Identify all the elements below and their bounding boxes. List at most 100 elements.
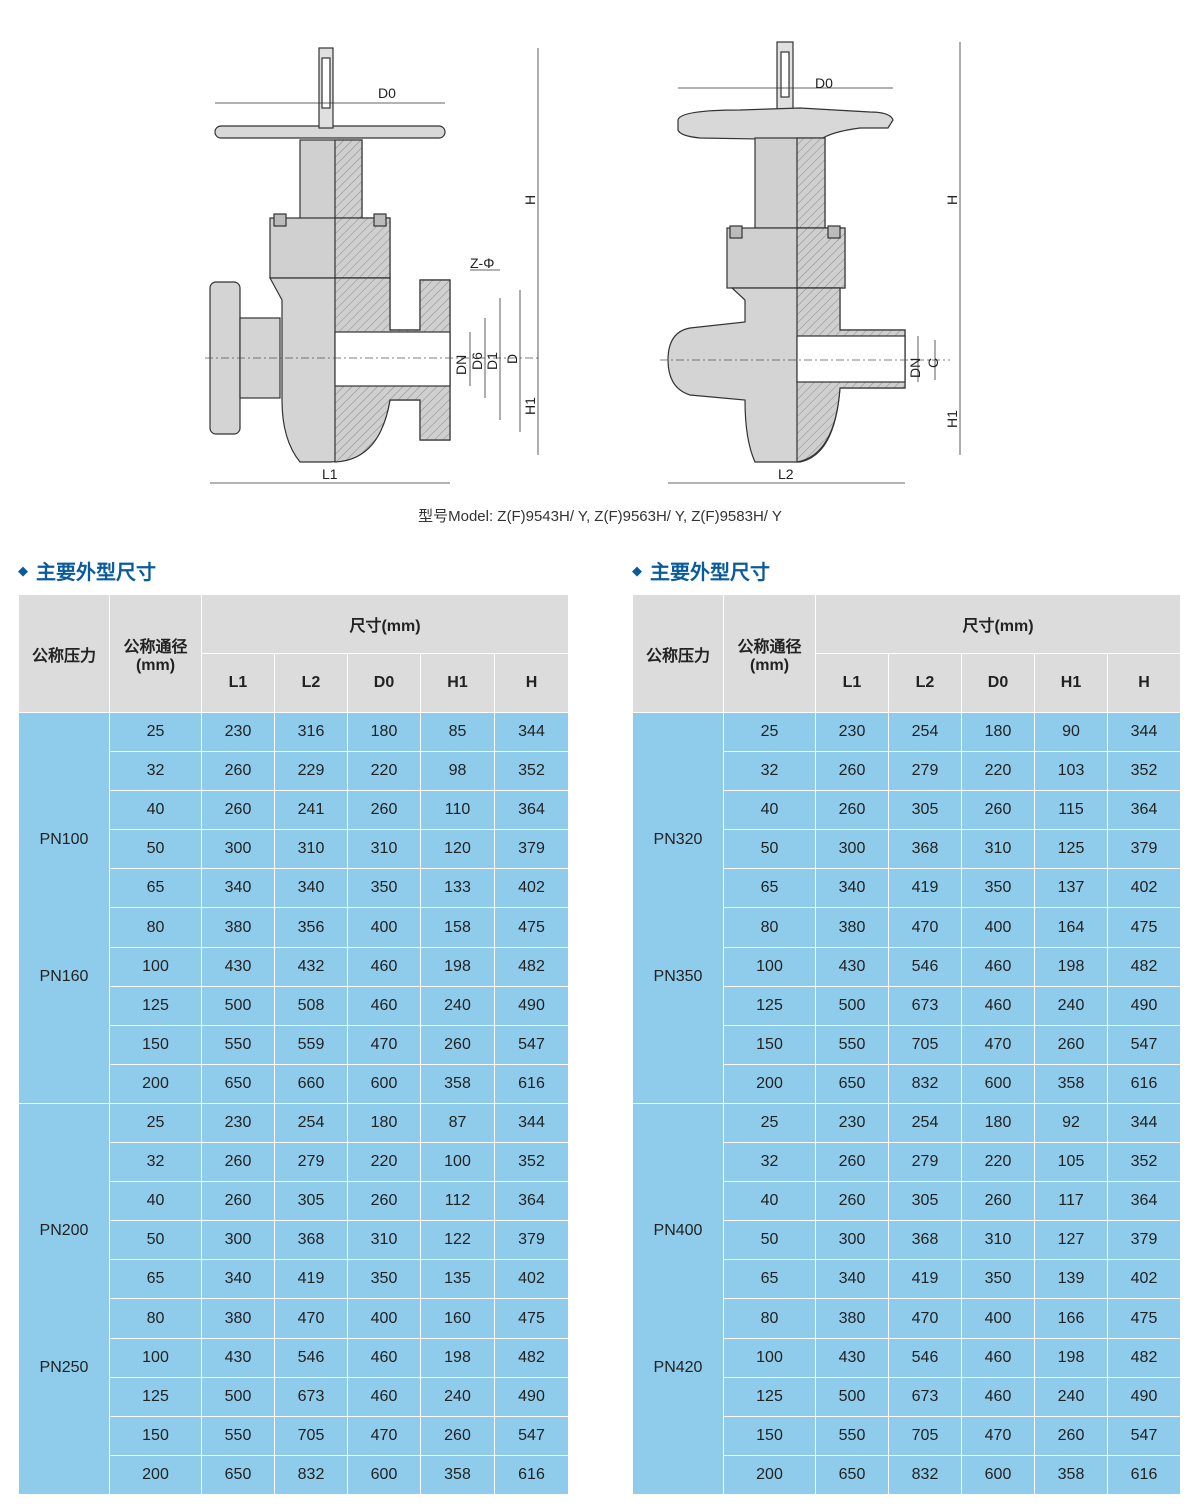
dimension-cell: 260 <box>961 790 1035 831</box>
diameter-cell: 125 <box>723 1376 816 1417</box>
dimension-cell: 460 <box>961 985 1035 1026</box>
dimension-cell: 475 <box>1106 1298 1182 1339</box>
dimension-cell: 400 <box>961 907 1035 948</box>
dimension-cell: 547 <box>493 1024 570 1065</box>
diameter-cell: 25 <box>109 1102 202 1144</box>
left-dimension-table: 公称压力 公称通径 (mm) 尺寸(mm) L1 L2 D0 H1 H PN10… <box>18 594 570 1496</box>
dimension-cell: 310 <box>961 1220 1035 1261</box>
dimension-cell: 660 <box>274 1063 348 1105</box>
dimension-cell: 260 <box>201 1181 275 1222</box>
dimension-cell: 350 <box>347 868 421 909</box>
dimension-cell: 240 <box>420 1376 495 1417</box>
dimension-cell: 133 <box>420 868 495 909</box>
dimension-cell: 432 <box>274 946 348 987</box>
dimension-cell: 180 <box>347 711 421 753</box>
diameter-cell: 200 <box>109 1063 202 1105</box>
dimension-cell: 475 <box>1106 907 1182 948</box>
diamond-bullet-icon: ◆ <box>632 562 642 578</box>
dimension-cell: 300 <box>201 829 275 870</box>
dimension-cell: 475 <box>493 907 570 948</box>
dimension-cell: 310 <box>961 829 1035 870</box>
dimension-cell: 402 <box>1106 1259 1182 1300</box>
header-pressure: 公称压力 <box>632 594 724 713</box>
header-col: H1 <box>1034 653 1108 713</box>
diameter-cell: 125 <box>723 985 816 1026</box>
diameter-cell: 65 <box>723 868 816 909</box>
dimension-cell: 616 <box>493 1063 570 1105</box>
dimension-cell: 430 <box>815 946 889 987</box>
dimension-cell: 125 <box>1034 829 1108 870</box>
dimension-cell: 490 <box>1106 985 1182 1026</box>
dimension-cell: 490 <box>493 985 570 1026</box>
dimension-cell: 260 <box>420 1024 495 1065</box>
left-drawing-labels: D0 H Z-Φ DN D6 D1 D H1 L1 <box>322 85 538 482</box>
dimension-cell: 120 <box>420 829 495 870</box>
dimension-cell: 430 <box>815 1337 889 1378</box>
dimension-cell: 241 <box>274 790 348 831</box>
dimension-cell: 98 <box>420 751 495 792</box>
header-col: L2 <box>888 653 962 713</box>
dimension-cell: 470 <box>347 1024 421 1065</box>
diameter-cell: 100 <box>109 1337 202 1378</box>
header-col: L1 <box>815 653 889 713</box>
dimension-cell: 230 <box>201 1102 275 1144</box>
dimension-cell: 358 <box>420 1454 495 1496</box>
dimension-cell: 470 <box>888 1298 962 1339</box>
dimension-cell: 115 <box>1034 790 1108 831</box>
dimension-cell: 230 <box>201 711 275 753</box>
dimension-cell: 364 <box>493 790 570 831</box>
dimension-cell: 616 <box>1106 1454 1182 1496</box>
dimension-cell: 482 <box>493 1337 570 1378</box>
dimension-cell: 198 <box>1034 946 1108 987</box>
right-label-d0: D0 <box>815 75 833 91</box>
left-label-d1: D1 <box>484 352 500 370</box>
diameter-cell: 100 <box>109 946 202 987</box>
dimension-cell: 260 <box>347 790 421 831</box>
dimension-cell: 260 <box>961 1181 1035 1222</box>
diameter-cell: 25 <box>723 1102 816 1144</box>
dimension-cell: 550 <box>815 1024 889 1065</box>
dimension-cell: 87 <box>420 1102 495 1144</box>
dimension-cell: 122 <box>420 1220 495 1261</box>
diamond-bullet-icon: ◆ <box>18 562 28 578</box>
dimension-cell: 430 <box>201 1337 275 1378</box>
dimension-cell: 344 <box>1106 711 1182 753</box>
dimension-cell: 673 <box>888 985 962 1026</box>
dimension-cell: 419 <box>888 1259 962 1300</box>
dimension-cell: 379 <box>1106 829 1182 870</box>
header-dimensions: 尺寸(mm) <box>814 594 1182 654</box>
left-label-dn: DN <box>453 355 469 375</box>
dimension-cell: 400 <box>961 1298 1035 1339</box>
right-label-dn: DN <box>907 358 923 378</box>
dimension-cell: 344 <box>493 711 570 753</box>
dimension-cell: 482 <box>493 946 570 987</box>
header-col: H <box>1106 653 1182 713</box>
dimension-cell: 180 <box>961 711 1035 753</box>
diameter-cell: 50 <box>723 829 816 870</box>
dimension-cell: 260 <box>347 1181 421 1222</box>
header-col: D0 <box>961 653 1035 713</box>
right-label-h1: H1 <box>944 410 960 428</box>
header-col: H1 <box>420 653 495 713</box>
dimension-cell: 230 <box>815 1102 889 1144</box>
header-pressure: 公称压力 <box>18 594 110 713</box>
dimension-cell: 832 <box>274 1454 348 1496</box>
dimension-cell: 358 <box>1034 1063 1108 1105</box>
diameter-cell: 150 <box>723 1024 816 1065</box>
right-section-title-text: 主要外型尺寸 <box>650 562 770 584</box>
dimension-cell: 650 <box>201 1454 275 1496</box>
dimension-cell: 546 <box>888 946 962 987</box>
diameter-cell: 150 <box>723 1415 816 1456</box>
dimension-cell: 550 <box>201 1024 275 1065</box>
